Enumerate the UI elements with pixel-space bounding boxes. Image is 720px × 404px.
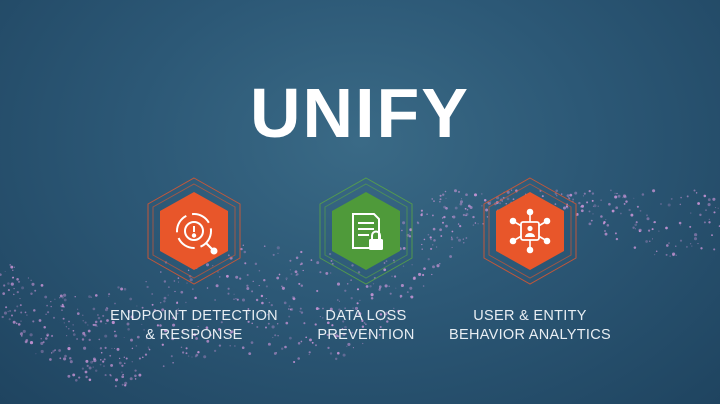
- product-card-ueba: USER & ENTITY BEHAVIOR ANALYTICS: [420, 176, 640, 345]
- orange-hexagon-badge: [147, 177, 241, 285]
- product-card-dlp: DATA LOSS PREVENTION: [256, 176, 476, 345]
- green-hexagon-badge: [319, 177, 413, 285]
- orange-hexagon-badge: [483, 177, 577, 285]
- headline: UNIFY: [250, 74, 470, 152]
- product-label: USER & ENTITY BEHAVIOR ANALYTICS: [449, 308, 611, 343]
- product-card-edr: ENDPOINT DETECTION & RESPONSE: [84, 176, 304, 345]
- target-alert-icon: [176, 213, 218, 255]
- product-label: DATA LOSS PREVENTION: [317, 308, 415, 343]
- user-network-icon: [509, 208, 551, 254]
- product-label: ENDPOINT DETECTION & RESPONSE: [110, 308, 278, 343]
- document-lock-icon: [352, 213, 383, 250]
